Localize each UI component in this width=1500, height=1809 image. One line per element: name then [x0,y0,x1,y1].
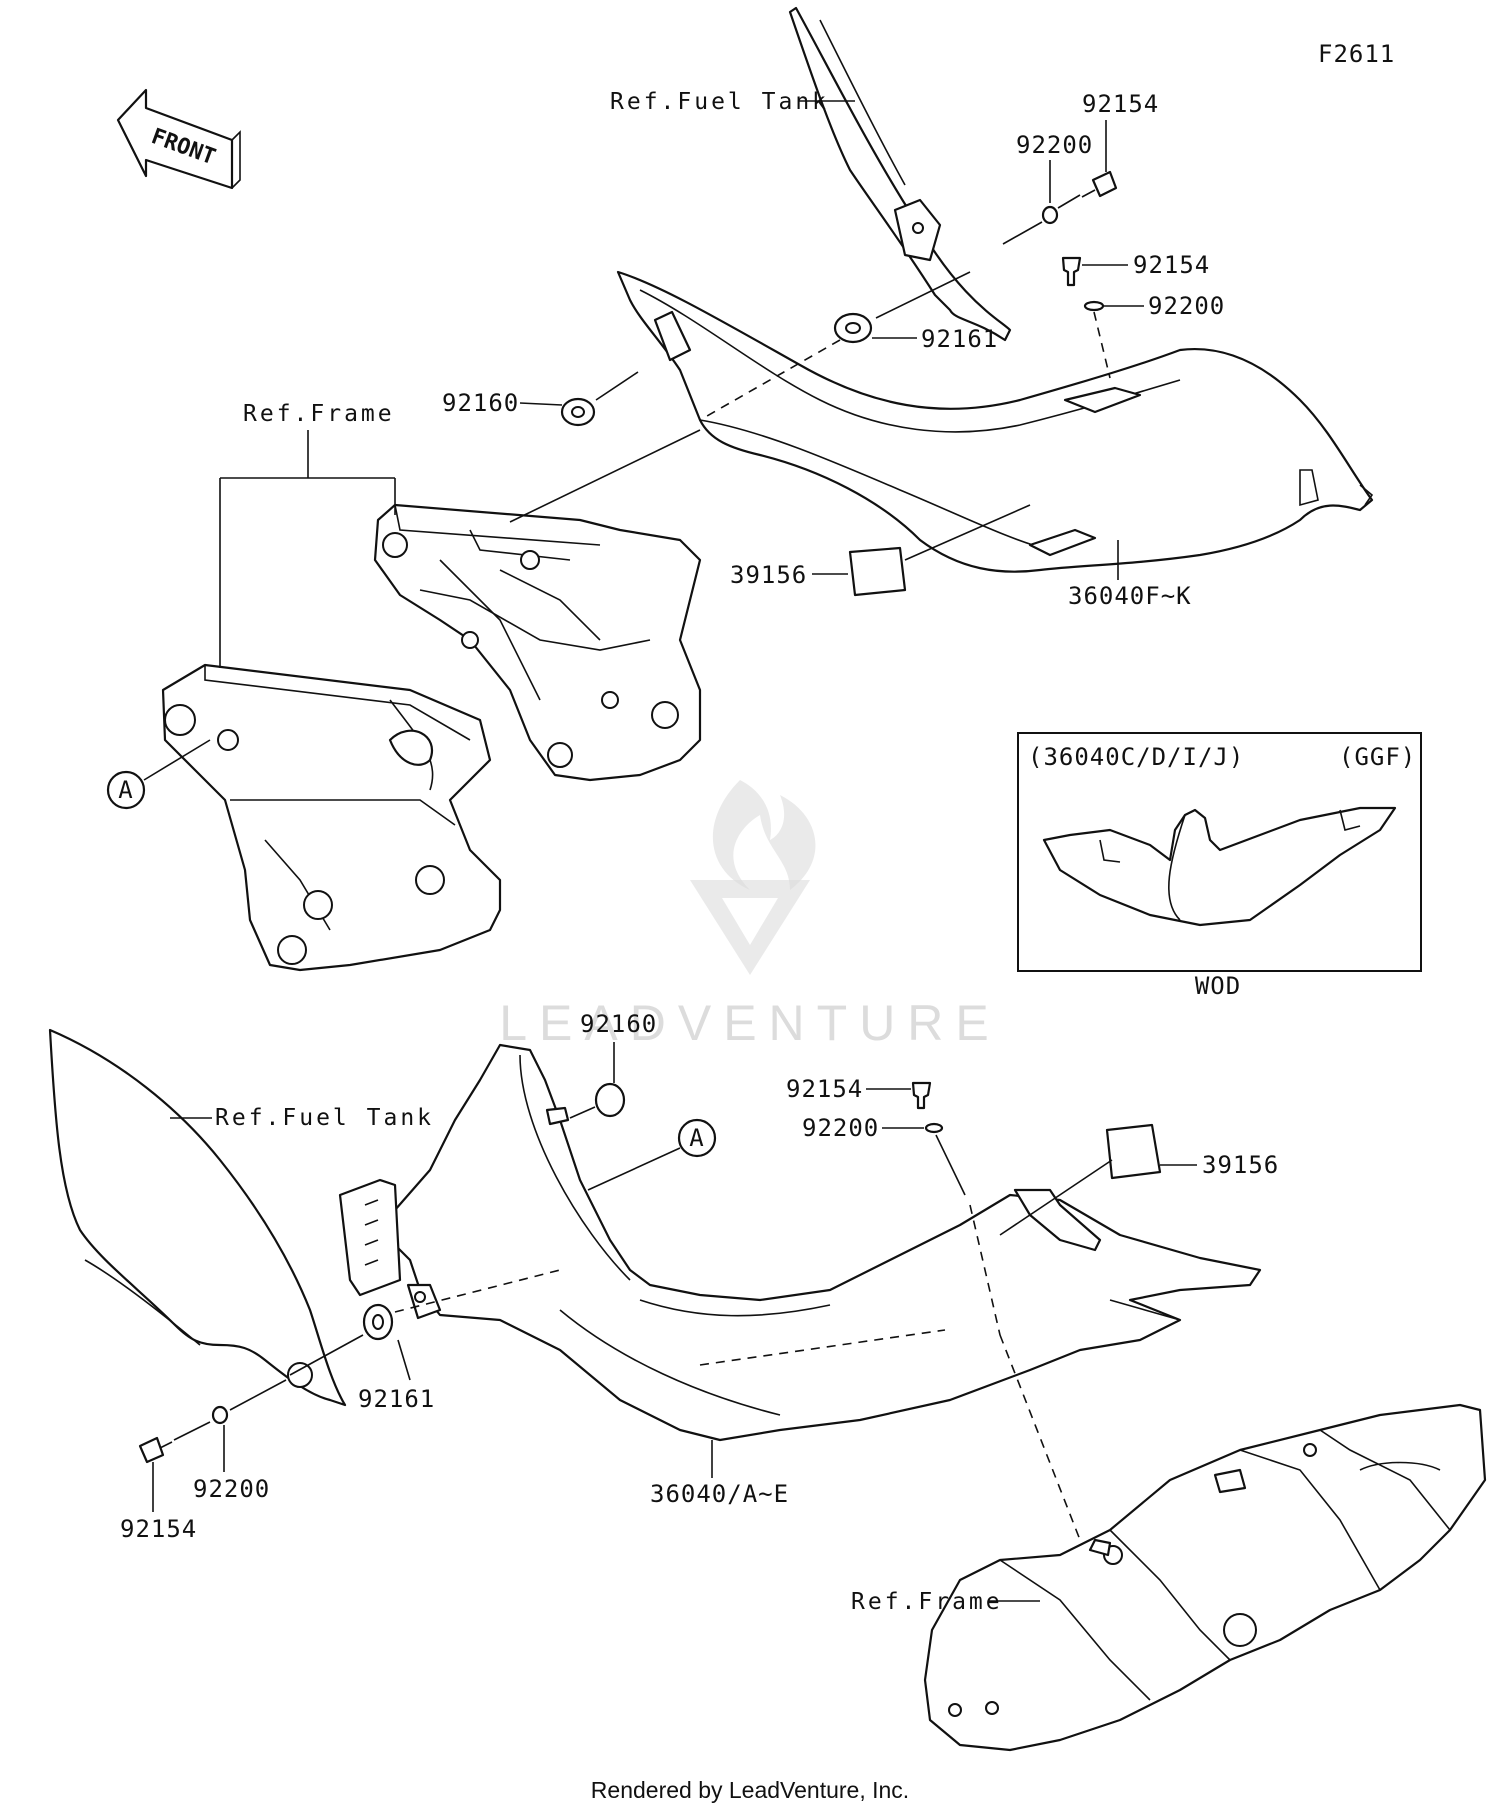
grommet-92161-top [833,312,873,344]
bolt-92154-bottom-right-icon [911,1081,932,1110]
inset-color-code: (GGF) [1339,743,1416,771]
front-arrow-icon: FRONT [116,88,241,190]
grommet-92161-bottom-label: 92161 [358,1385,435,1413]
point-a-top-marker: A [106,739,211,810]
bolt-bottom-right-label: 92154 [786,1075,863,1103]
ref-fuel-tank-bottom-label: Ref.Fuel Tank [215,1105,434,1131]
pad-39156-bottom-label: 39156 [1202,1151,1279,1179]
watermark-text: LEADVENTURE [499,995,1001,1051]
upper-side-cover [616,270,1374,573]
pad-39156-bottom [1105,1123,1162,1180]
bolt-92154-top-a-icon [1081,170,1118,198]
variant-inset: (36040C/D/I/J) (GGF) WOD [1017,732,1422,1000]
washer-92200-top-b [1083,300,1105,312]
grommet-92160-bottom [594,1082,626,1118]
washer-bottom-right-label: 92200 [802,1114,879,1142]
washer-92200-bottom-right [924,1122,944,1134]
washer-bottom-left-label: 92200 [193,1475,270,1503]
washer-92200-bottom-left [211,1405,229,1425]
bolt-92154-top-b-icon [1061,256,1082,287]
ref-frame-top-label: Ref.Frame [243,401,395,427]
upper-frame-bracket [373,503,702,782]
grommet-92161-bottom [362,1303,394,1341]
cover-bottom-label: 36040/A~E [650,1480,789,1508]
grommet-92160-bottom-label: 92160 [580,1010,657,1038]
washer-top-b-label: 92200 [1148,292,1225,320]
pad-39156-top [848,546,907,597]
grommet-92161-top-label: 92161 [921,325,998,353]
fuel-tank-top-edge [788,6,1012,342]
washer-top-a-label: 92200 [1016,131,1093,159]
watermark-logo: LEADVENTURE [499,780,1001,1051]
bottom-frame [923,1403,1487,1752]
bolt-top-a-label: 92154 [1082,90,1159,118]
inset-caption: WOD [1195,972,1241,1000]
bolt-92154-bottom-left-icon [138,1436,173,1464]
footer-credit: Rendered by LeadVenture, Inc. [591,1777,909,1803]
point-a-top-label: A [118,776,133,804]
ref-frame-bottom-label: Ref.Frame [851,1589,1003,1615]
grommet-92160-top [560,397,596,427]
bolt-top-b-label: 92154 [1133,251,1210,279]
inset-models: (36040C/D/I/J) [1028,743,1244,771]
fuel-tank-bottom [48,1028,347,1407]
figure-id: F2611 [1318,40,1395,68]
pad-39156-top-label: 39156 [730,561,807,589]
point-a-bottom-marker: A [587,1118,717,1191]
lower-side-cover [338,1043,1262,1442]
washer-92200-top-a [1041,205,1059,225]
lower-frame-bracket [161,663,502,972]
point-a-bottom-label: A [689,1124,704,1152]
cover-top-label: 36040F~K [1068,582,1192,610]
grommet-92160-top-label: 92160 [442,389,519,417]
bolt-bottom-left-label: 92154 [120,1515,197,1543]
ref-fuel-tank-top-label: Ref.Fuel Tank [610,89,829,115]
